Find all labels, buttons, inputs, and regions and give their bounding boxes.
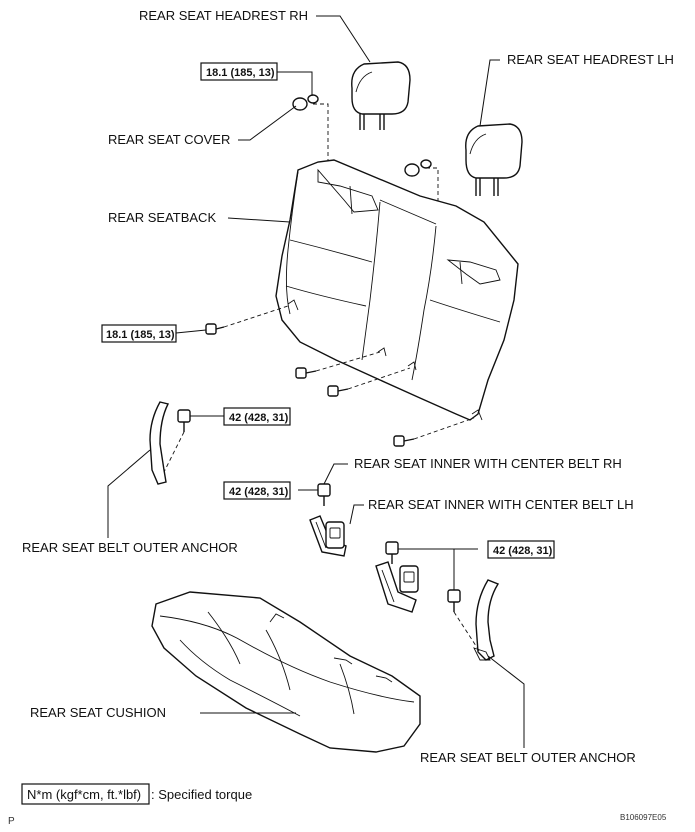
rear-seat-cushion: [151, 591, 421, 753]
inner-belt-rh: [309, 483, 347, 557]
headrest-rh: [351, 61, 411, 130]
torque-box-inner-lh-bolt: 42 (428, 31): [487, 540, 555, 559]
label-seat-cover: REAR SEAT COVER: [108, 132, 230, 147]
torque-box-cover-bolt: 18.1 (185, 13): [200, 62, 278, 81]
svg-text:18.1 (185, 13): 18.1 (185, 13): [206, 67, 275, 79]
label-inner-belt-lh: REAR SEAT INNER WITH CENTER BELT LH: [368, 497, 634, 512]
rear-seatback: [275, 159, 519, 421]
seatback-bolt-right: [393, 435, 415, 447]
legend-unit-box: N*m (kgf*cm, ft.*lbf): [27, 787, 141, 802]
svg-text:42 (428, 31): 42 (428, 31): [229, 412, 289, 424]
label-headrest-rh: REAR SEAT HEADREST RH: [139, 8, 308, 23]
rear-seat-cover-rh: [292, 94, 319, 111]
torque-legend: N*m (kgf*cm, ft.*lbf) : Specified torque: [21, 783, 252, 805]
label-cushion: REAR SEAT CUSHION: [30, 705, 166, 720]
label-inner-belt-rh: REAR SEAT INNER WITH CENTER BELT RH: [354, 456, 622, 471]
alignment-line-rh: [313, 103, 350, 211]
torque-box-inner-rh-bolt: 42 (428, 31): [223, 481, 291, 500]
label-headrest-lh: REAR SEAT HEADREST LH: [507, 52, 674, 67]
svg-text:42 (428, 31): 42 (428, 31): [493, 545, 553, 557]
outer-anchor-right: [473, 579, 500, 661]
seatback-bolt-mid-1: [295, 367, 317, 379]
outer-anchor-left: [149, 401, 191, 485]
label-seatback: REAR SEATBACK: [108, 210, 216, 225]
label-outer-anchor-left: REAR SEAT BELT OUTER ANCHOR: [22, 540, 238, 555]
svg-text:18.1 (185, 13): 18.1 (185, 13): [106, 329, 175, 341]
svg-text:42 (428, 31): 42 (428, 31): [229, 486, 289, 498]
seatback-bolt-left: [205, 323, 225, 335]
legend-unit-desc: : Specified torque: [151, 787, 252, 802]
headrest-lh: [465, 123, 523, 196]
label-outer-anchor-right: REAR SEAT BELT OUTER ANCHOR: [420, 750, 636, 765]
torque-box-outer-anchor-bolt: 42 (428, 31): [223, 407, 291, 426]
torque-box-seatback-bolt: 18.1 (185, 13): [101, 324, 177, 343]
seatback-bolt-mid-2: [327, 385, 349, 397]
inner-belt-lh: [375, 541, 461, 613]
figure-code: B106097E05: [620, 813, 667, 822]
page-mark: P: [8, 816, 15, 827]
